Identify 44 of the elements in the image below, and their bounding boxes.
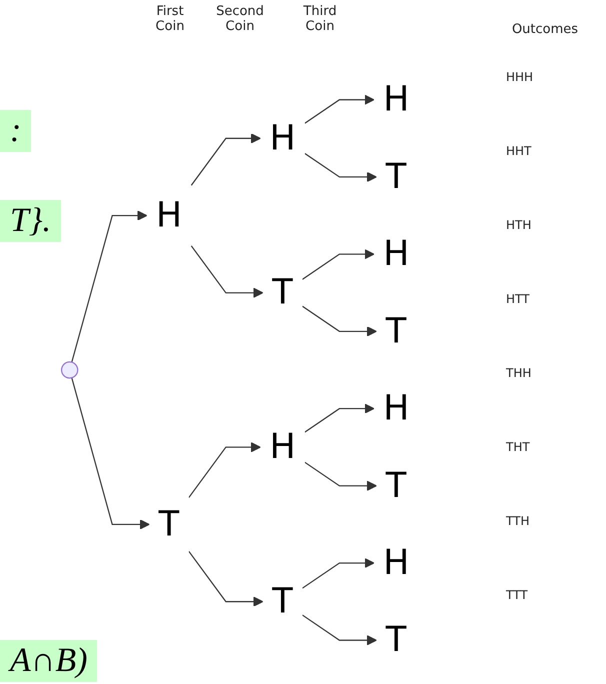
arrow xyxy=(304,153,377,182)
arrow xyxy=(71,210,148,362)
outcome-text: HTH xyxy=(506,218,532,232)
arrow xyxy=(304,94,374,124)
formula-fragment: T}. xyxy=(0,200,62,242)
node-text: H xyxy=(383,388,410,429)
arrow xyxy=(302,306,377,336)
outcome-text: THT xyxy=(506,440,530,454)
outcome-text: HHT xyxy=(506,144,532,158)
outcome-text: HTT xyxy=(506,292,530,306)
node-text: T xyxy=(272,581,294,622)
arrow xyxy=(302,614,377,646)
node-text: H xyxy=(270,427,296,468)
node-text: T xyxy=(386,620,407,660)
outcome-text: TTT xyxy=(506,588,528,602)
arrow xyxy=(188,442,261,498)
node-text: T xyxy=(386,311,407,352)
node-text: H xyxy=(156,195,182,236)
node-text: H xyxy=(383,542,410,584)
arrow xyxy=(302,558,374,589)
arrow xyxy=(304,404,374,433)
arrow xyxy=(188,550,264,607)
arrow xyxy=(302,249,374,280)
arrow xyxy=(190,245,264,298)
arrow xyxy=(304,462,377,491)
node-text: H xyxy=(383,80,410,120)
node-text: T xyxy=(386,156,407,198)
arrow xyxy=(71,378,150,530)
outcome-text: HHH xyxy=(506,70,534,84)
outcome-text: THH xyxy=(506,366,532,380)
column-heading: Second Coin xyxy=(215,4,265,34)
node-text: T xyxy=(158,504,180,545)
column-heading: First Coin xyxy=(154,4,186,34)
formula-fragment: : xyxy=(0,110,32,152)
node-point xyxy=(60,361,78,379)
arrow xyxy=(190,133,261,186)
node-text: H xyxy=(270,118,296,159)
column-heading: Third Coin xyxy=(302,4,338,34)
node-text: T xyxy=(272,272,294,313)
column-heading: Outcomes xyxy=(510,22,580,37)
node-text: H xyxy=(383,234,410,274)
outcome-text: TTH xyxy=(506,514,530,528)
formula-fragment: A∩B) xyxy=(0,640,98,682)
node-text: T xyxy=(386,466,407,506)
